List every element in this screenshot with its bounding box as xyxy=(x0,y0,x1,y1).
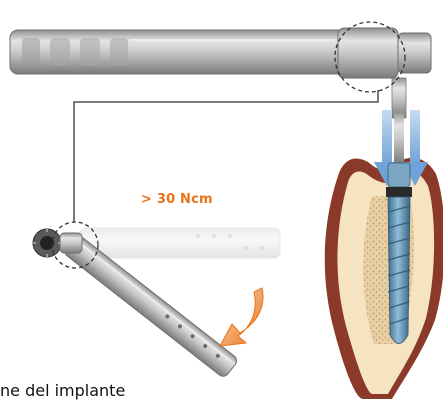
caption-text: ne del implante xyxy=(0,381,125,400)
torque-wrench-ghost xyxy=(80,228,280,258)
torque-value-label: > 30 Ncm xyxy=(141,192,213,207)
torque-wrench-horizontal xyxy=(10,28,431,118)
curved-arrow-down-left-icon xyxy=(220,288,263,346)
bone-cross-section xyxy=(325,158,443,399)
